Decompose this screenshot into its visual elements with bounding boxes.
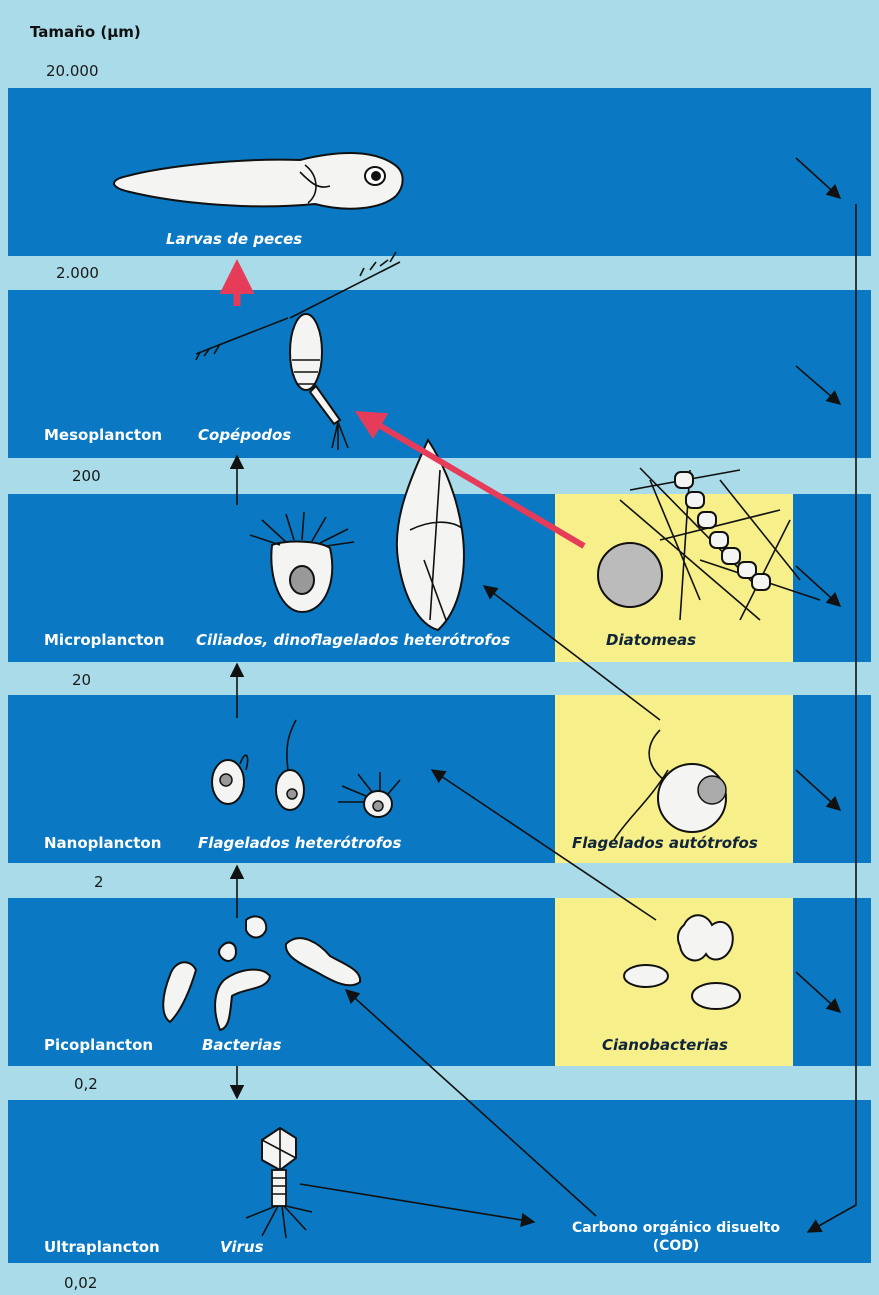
class-microplancton: Microplancton: [44, 631, 164, 649]
tick-2000: 2.000: [56, 264, 99, 282]
label-copepodos: Copépodos: [198, 426, 291, 444]
tick-200: 200: [72, 467, 101, 485]
tick-2: 2: [94, 873, 104, 891]
class-picoplancton: Picoplancton: [44, 1036, 153, 1054]
tick-0-02: 0,02: [64, 1274, 97, 1292]
label-cod-line1: Carbono orgánico disuelto: [572, 1220, 780, 1236]
axis-title: Tamaño (µm): [30, 23, 141, 41]
class-ultraplancton: Ultraplancton: [44, 1238, 160, 1256]
label-cod-line2: (COD): [653, 1238, 700, 1254]
label-bacterias: Bacterias: [202, 1036, 281, 1054]
tick-0-2: 0,2: [74, 1075, 98, 1093]
label-cianobacterias: Cianobacterias: [602, 1036, 728, 1054]
label-flagelados-autotrofos: Flagelados autótrofos: [572, 834, 758, 852]
label-virus: Virus: [220, 1238, 264, 1256]
label-ciliados: Ciliados, dinoflagelados heterótrofos: [196, 631, 510, 649]
label-diatomeas: Diatomeas: [606, 631, 696, 649]
tick-20000: 20.000: [46, 62, 99, 80]
label-larvas: Larvas de peces: [166, 230, 302, 248]
class-nanoplancton: Nanoplancton: [44, 834, 161, 852]
tick-20: 20: [72, 671, 91, 689]
class-mesoplancton: Mesoplancton: [44, 426, 162, 444]
band-mesoplancton-upper: [8, 88, 871, 256]
label-flagelados-heterotrofos: Flagelados heterótrofos: [198, 834, 401, 852]
